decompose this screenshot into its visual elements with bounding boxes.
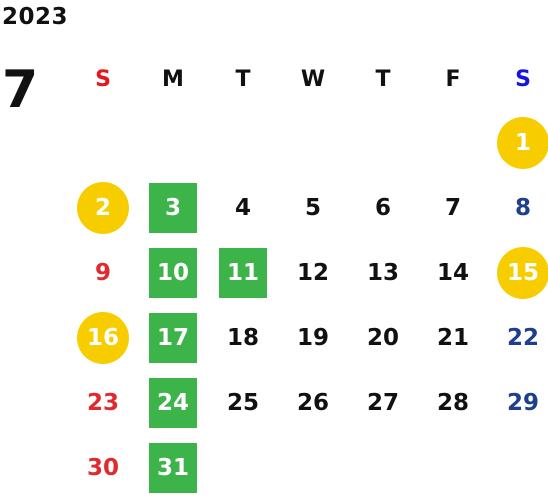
day-cell-28[interactable]: 28 [418,370,488,435]
day-cell-1[interactable]: 1 [488,110,548,175]
day-number: 19 [296,324,329,351]
day-cell-23[interactable]: 23 [68,370,138,435]
day-cell-7[interactable]: 7 [418,175,488,240]
month-label: 7 [2,60,39,120]
day-cell-14[interactable]: 14 [418,240,488,305]
day-cell-5[interactable]: 5 [278,175,348,240]
day-number: 24 [156,389,189,416]
weekday-header-saturday: S [515,66,531,92]
day-number: 9 [94,259,111,286]
day-number: 18 [226,324,259,351]
day-cell-19[interactable]: 19 [278,305,348,370]
day-number: 12 [296,259,329,286]
day-cell-29[interactable]: 29 [488,370,548,435]
weekday-header-wednesday: W [300,66,326,92]
weekday-header-tuesday: T [235,66,251,92]
day-number: 5 [304,194,321,221]
day-number: 10 [156,259,189,286]
day-number: 23 [86,389,119,416]
day-number: 27 [366,389,399,416]
day-number: 17 [156,324,189,351]
day-number: 20 [366,324,399,351]
day-number: 4 [234,194,251,221]
day-cell-30[interactable]: 30 [68,435,138,500]
day-number: 26 [296,389,329,416]
day-cell-6[interactable]: 6 [348,175,418,240]
weekday-header-sunday: S [95,66,111,92]
day-number: 2 [94,194,111,221]
day-cell-10[interactable]: 10 [138,240,208,305]
day-cell-15[interactable]: 15 [488,240,548,305]
day-number: 14 [436,259,469,286]
day-cell-8[interactable]: 8 [488,175,548,240]
day-cell-27[interactable]: 27 [348,370,418,435]
day-number: 16 [86,324,119,351]
day-cell-3[interactable]: 3 [138,175,208,240]
day-number: 21 [436,324,469,351]
day-cell-13[interactable]: 13 [348,240,418,305]
day-number: 25 [226,389,259,416]
day-number: 11 [226,259,259,286]
year-label: 2023 [2,4,69,30]
day-number: 8 [514,194,531,221]
day-cell-21[interactable]: 21 [418,305,488,370]
day-cell-16[interactable]: 16 [68,305,138,370]
weekday-header-monday: M [162,66,184,92]
day-cell-18[interactable]: 18 [208,305,278,370]
day-number: 7 [444,194,461,221]
day-cell-26[interactable]: 26 [278,370,348,435]
day-cell-22[interactable]: 22 [488,305,548,370]
day-cell-17[interactable]: 17 [138,305,208,370]
day-number: 1 [514,129,531,156]
day-number: 30 [86,454,119,481]
day-number: 6 [374,194,391,221]
day-number: 3 [164,194,181,221]
day-number: 31 [156,454,189,481]
weekday-header-thursday: T [375,66,391,92]
day-cell-9[interactable]: 9 [68,240,138,305]
weekday-header-friday: F [445,66,461,92]
day-number: 28 [436,389,469,416]
day-cell-2[interactable]: 2 [68,175,138,240]
day-number: 13 [366,259,399,286]
day-cell-4[interactable]: 4 [208,175,278,240]
day-cell-31[interactable]: 31 [138,435,208,500]
day-cell-20[interactable]: 20 [348,305,418,370]
day-cell-12[interactable]: 12 [278,240,348,305]
day-cell-24[interactable]: 24 [138,370,208,435]
day-number: 22 [506,324,539,351]
day-number: 15 [506,259,539,286]
day-cell-11[interactable]: 11 [208,240,278,305]
day-number: 29 [506,389,539,416]
day-cell-25[interactable]: 25 [208,370,278,435]
